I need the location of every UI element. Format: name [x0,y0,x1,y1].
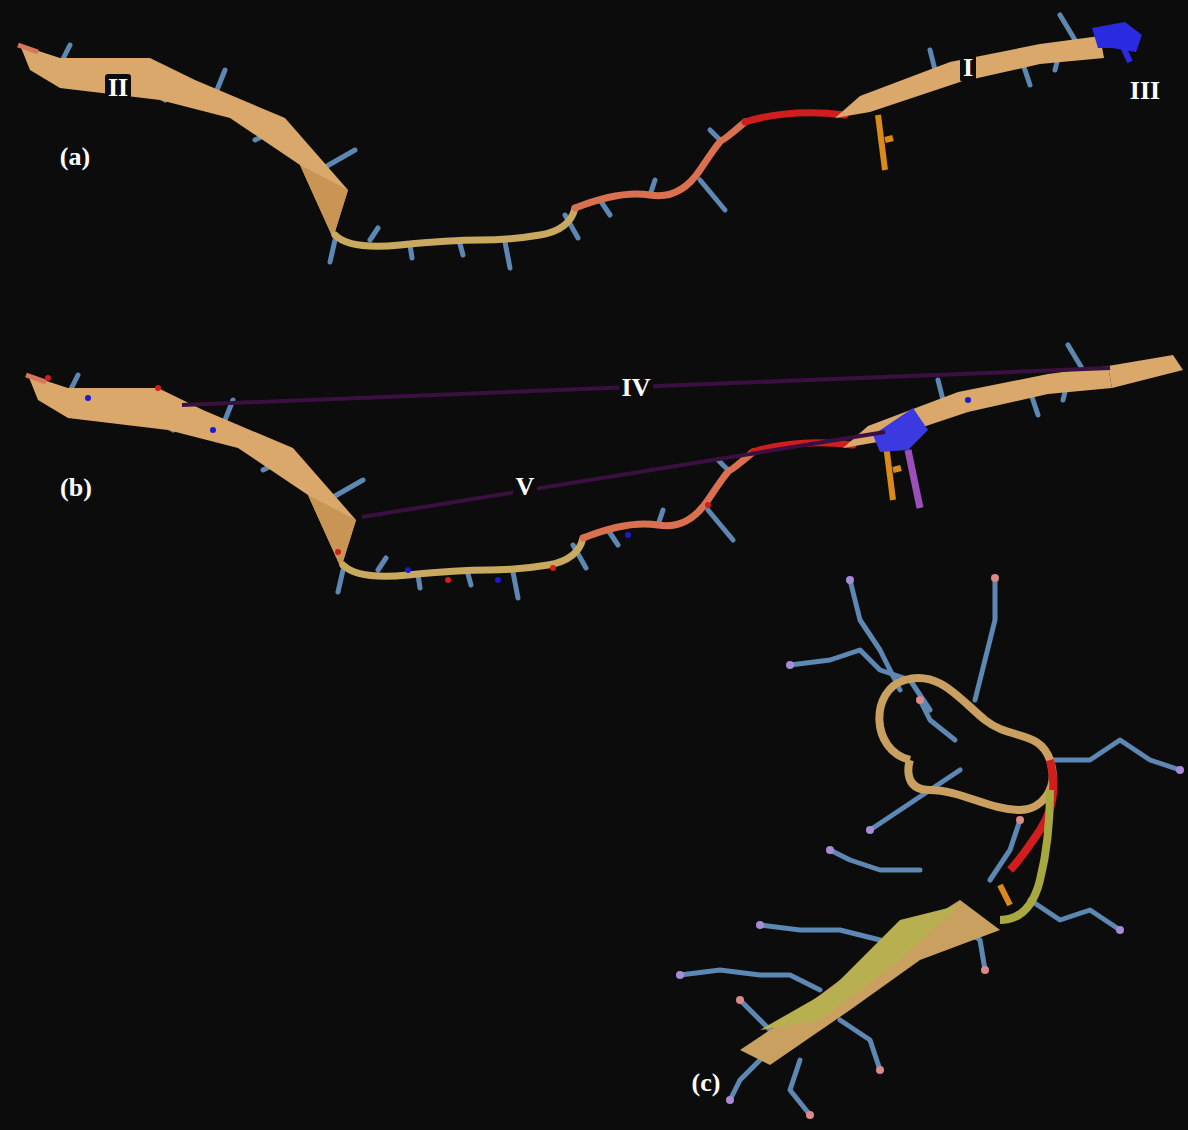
panel-label: (a) [57,143,93,171]
distance-label: V [513,473,538,501]
distance-line [362,432,885,517]
peptide-b [26,345,1183,598]
distance-label: IV [619,374,654,402]
panel-label: (b) [57,474,95,502]
part-label: III [1127,77,1163,105]
folded-peptide [676,574,1184,1119]
distance-line [182,368,1110,405]
peptide-a [18,15,1104,268]
terminal-blue [1092,22,1142,52]
part-label: I [960,54,976,82]
part-label: II [105,74,131,102]
panel-label: (c) [689,1069,724,1097]
